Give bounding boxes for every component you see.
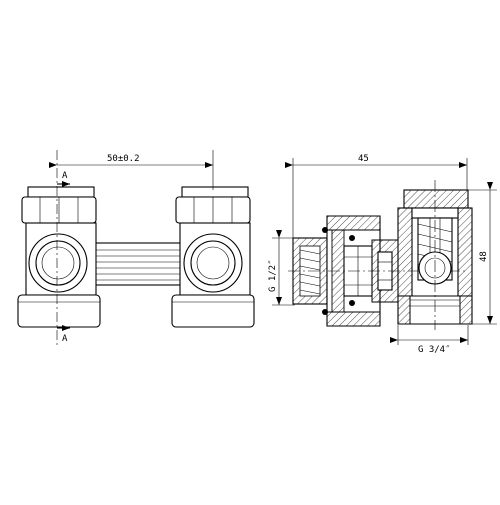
section-label-bottom: A [62, 334, 68, 344]
top-cap [403, 189, 469, 209]
section-view: 45 48 G 1/2″ G 3/4″ [268, 154, 497, 355]
dimension-width: 45 [285, 154, 468, 240]
outlet-thread-label: G 3/4″ [418, 345, 451, 355]
section-label-top: A [62, 171, 68, 181]
left-valve-body [17, 186, 101, 328]
section-line-a: A A [56, 150, 70, 345]
dimension-width-label: 45 [358, 154, 369, 164]
dimension-spacing: 50±0.2 [49, 154, 213, 168]
dimension-height-label: 48 [479, 251, 489, 262]
front-view: A A 50±0.2 [17, 150, 255, 345]
inlet-thread-label: G 1/2″ [268, 259, 278, 292]
inlet-assembly [288, 215, 468, 327]
dimension-outlet-thread: G 3/4″ [390, 325, 469, 355]
dimension-inlet-thread: G 1/2″ [268, 230, 295, 306]
connecting-tubes [84, 242, 188, 286]
right-valve-body [171, 186, 255, 328]
dimension-spacing-label: 50±0.2 [107, 154, 140, 164]
vertical-body [397, 180, 473, 330]
